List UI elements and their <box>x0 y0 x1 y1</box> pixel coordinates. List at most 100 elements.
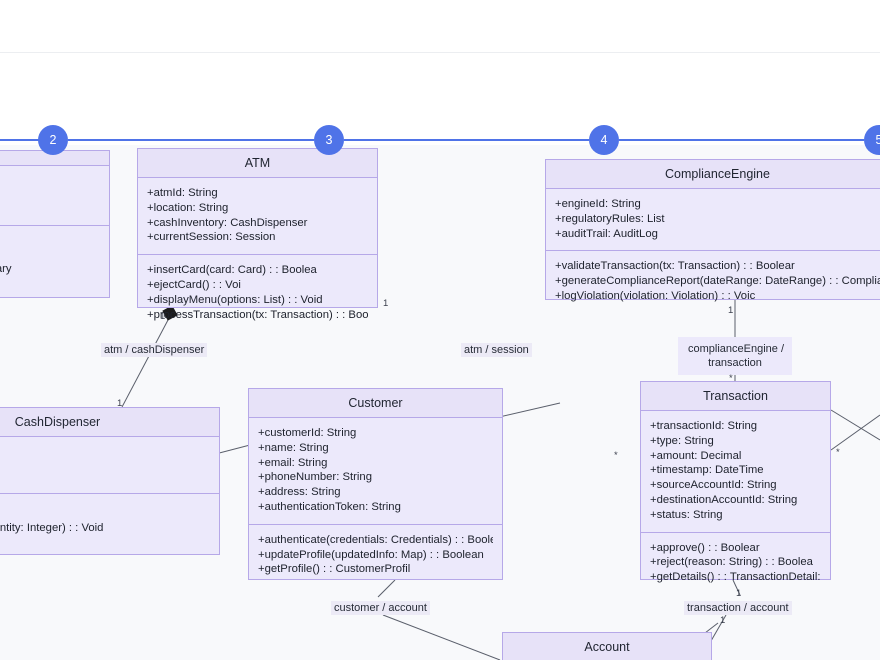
multiplicity-cashdispenser-top: 1 <box>117 398 123 409</box>
edge-label-atm-session: atm / session <box>461 343 532 357</box>
multiplicity-compliance-bottom: 1 <box>728 305 734 316</box>
stepper-step-number: 5 <box>875 133 880 147</box>
class-methods: +insertCard(card: Card) : : Boolea +ejec… <box>138 255 377 331</box>
class-attributes: +customerId: String +name: String +email… <box>249 418 502 525</box>
class-attribute: +name: String <box>258 441 329 454</box>
class-attribute: +type: String <box>650 434 714 447</box>
class-attribute: +location: String <box>147 201 229 214</box>
class-attribute: +regulatoryRules: List <box>555 212 665 225</box>
class-method: +authenticate(credentials: Credentials) … <box>258 533 493 546</box>
class-attribute: +status: String <box>650 508 723 521</box>
class-methods: l) : : Boolean Denomination, quantity: I… <box>0 494 219 545</box>
class-methods: +validateTransaction(tx: Transaction) : … <box>546 251 880 312</box>
edge-label-line-2: transaction <box>708 357 762 369</box>
class-attribute: +email: String <box>258 456 328 469</box>
class-box-compliance-engine[interactable]: ComplianceEngine +engineId: String +regu… <box>545 159 880 302</box>
multiplicity-transaction-right: * <box>836 447 840 458</box>
multiplicity-transaction-top: * <box>729 373 733 384</box>
class-attribute: +auditTrail: AuditLog <box>555 227 658 240</box>
stepper-step-4[interactable]: 4 <box>589 125 619 155</box>
class-attributes: +atmId: String +location: String +cashIn… <box>138 178 377 256</box>
class-methods: +authenticate(credentials: Credentials) … <box>249 525 502 586</box>
step-connector-line <box>0 139 53 141</box>
class-method: +updateProfile(updatedInfo: Map) : : Boo… <box>258 548 484 561</box>
step-connector-line <box>68 139 314 141</box>
class-title: CashDispenser <box>0 408 219 437</box>
class-attribute: +customerId: String <box>258 427 357 439</box>
edge-customer-account-a <box>377 579 396 598</box>
class-title: Transaction <box>641 382 830 411</box>
class-title <box>0 151 109 166</box>
edge-transaction-right-a <box>830 409 880 441</box>
class-method: +insertCard(card: Card) : : Boolea <box>147 264 317 277</box>
class-attribute: +phoneNumber: String <box>258 471 372 484</box>
stepper-step-number: 4 <box>600 133 608 147</box>
class-title: ATM <box>138 149 377 178</box>
class-method: +processTransaction(tx: Transaction) : :… <box>147 308 368 321</box>
class-method: l) : : Boolean <box>0 506 210 521</box>
stepper-step-number: 3 <box>325 133 333 147</box>
stepper-step-2[interactable]: 2 <box>38 125 68 155</box>
edge-label-customer-account: customer / account <box>331 601 430 615</box>
class-method: +logViolation(violation: Violation) : : … <box>555 289 756 302</box>
class-method: +ejectCard() : : Voi <box>147 278 241 291</box>
class-attributes <box>0 437 219 494</box>
edge-atm-cashdispenser <box>121 319 169 408</box>
class-title: Account <box>503 633 711 660</box>
class-attributes: +engineId: String +regulatoryRules: List… <box>546 189 880 252</box>
class-attribute: +authenticationToken: String <box>258 500 401 513</box>
class-attribute: +address: String <box>258 486 341 499</box>
edge-customer-account-b <box>382 614 501 660</box>
class-box-account[interactable]: Account <box>502 632 712 660</box>
diagram-canvas[interactable]: ortSummary ATM +atmId: String +location:… <box>0 145 880 660</box>
edge-transaction-account-a <box>732 579 741 596</box>
class-method: ortSummary <box>0 263 12 275</box>
class-method: +validateTransaction(tx: Transaction) : … <box>555 260 795 273</box>
class-attribute: +engineId: String <box>555 198 641 210</box>
edge-label-compliance-transaction: complianceEngine / transaction <box>678 337 792 375</box>
top-header-bar <box>0 0 880 53</box>
class-method: +displayMenu(options: List) : : Void <box>147 293 323 306</box>
class-attribute: +currentSession: Session <box>147 231 276 244</box>
class-attribute: +destinationAccountId: String <box>650 493 798 506</box>
stepper-step-3[interactable]: 3 <box>314 125 344 155</box>
class-method: +approve() : : Boolear <box>650 541 760 554</box>
class-method: +reject(reason: String) : : Boolea <box>650 556 813 569</box>
edge-transaction-right-b <box>830 414 880 451</box>
edge-label-line-1: complianceEngine / <box>688 343 785 355</box>
multiplicity-customer-right: * <box>614 450 618 461</box>
step-connector-line <box>344 139 589 141</box>
class-attribute: +atmId: String <box>147 187 218 199</box>
class-method: +generateComplianceReport(dateRange: Dat… <box>555 275 880 288</box>
class-attribute: +transactionId: String <box>650 420 758 432</box>
class-attribute: +cashInventory: CashDispenser <box>147 216 308 229</box>
class-box-report[interactable]: ortSummary <box>0 150 110 298</box>
class-methods: ortSummary <box>0 226 109 284</box>
multiplicity-transaction-bottom: 1 <box>736 588 742 599</box>
stepper-step-5[interactable]: 5 <box>864 125 880 155</box>
stepper-step-number: 2 <box>49 133 57 147</box>
workflow-stepper: 2 3 4 5 Problem Description Candidate Cl… <box>0 53 880 182</box>
edge-account-corner <box>704 622 719 634</box>
edge-label-transaction-account: transaction / account <box>684 601 792 615</box>
class-attributes <box>0 166 109 226</box>
class-box-cash-dispenser[interactable]: CashDispenser l) : : Boolean Denominatio… <box>0 407 220 555</box>
class-methods: +approve() : : Boolear +reject(reason: S… <box>641 533 830 594</box>
multiplicity-account-top-right: 1 <box>720 615 726 626</box>
class-attribute: +timestamp: DateTime <box>650 464 764 477</box>
class-title: ComplianceEngine <box>546 160 880 189</box>
class-method: +getDetails() : : TransactionDetail: <box>650 571 821 584</box>
edge-label-atm-cashdispenser: atm / cashDispenser <box>101 343 208 357</box>
multiplicity-atm-right: 1 <box>383 298 389 309</box>
class-attribute: +amount: Decimal <box>650 449 742 462</box>
class-method: Denomination, quantity: Integer) : : Voi… <box>0 521 104 534</box>
multiplicity-atm-bottom: 1 <box>160 311 166 322</box>
class-box-atm[interactable]: ATM +atmId: String +location: String +ca… <box>137 148 378 321</box>
class-method: +getProfile() : : CustomerProfil <box>258 563 411 576</box>
class-attribute: +sourceAccountId: String <box>650 479 777 492</box>
step-connector-line <box>619 139 864 141</box>
class-box-customer[interactable]: Customer +customerId: String +name: Stri… <box>248 388 503 580</box>
class-title: Customer <box>249 389 502 418</box>
class-box-transaction[interactable]: Transaction +transactionId: String +type… <box>640 381 831 583</box>
